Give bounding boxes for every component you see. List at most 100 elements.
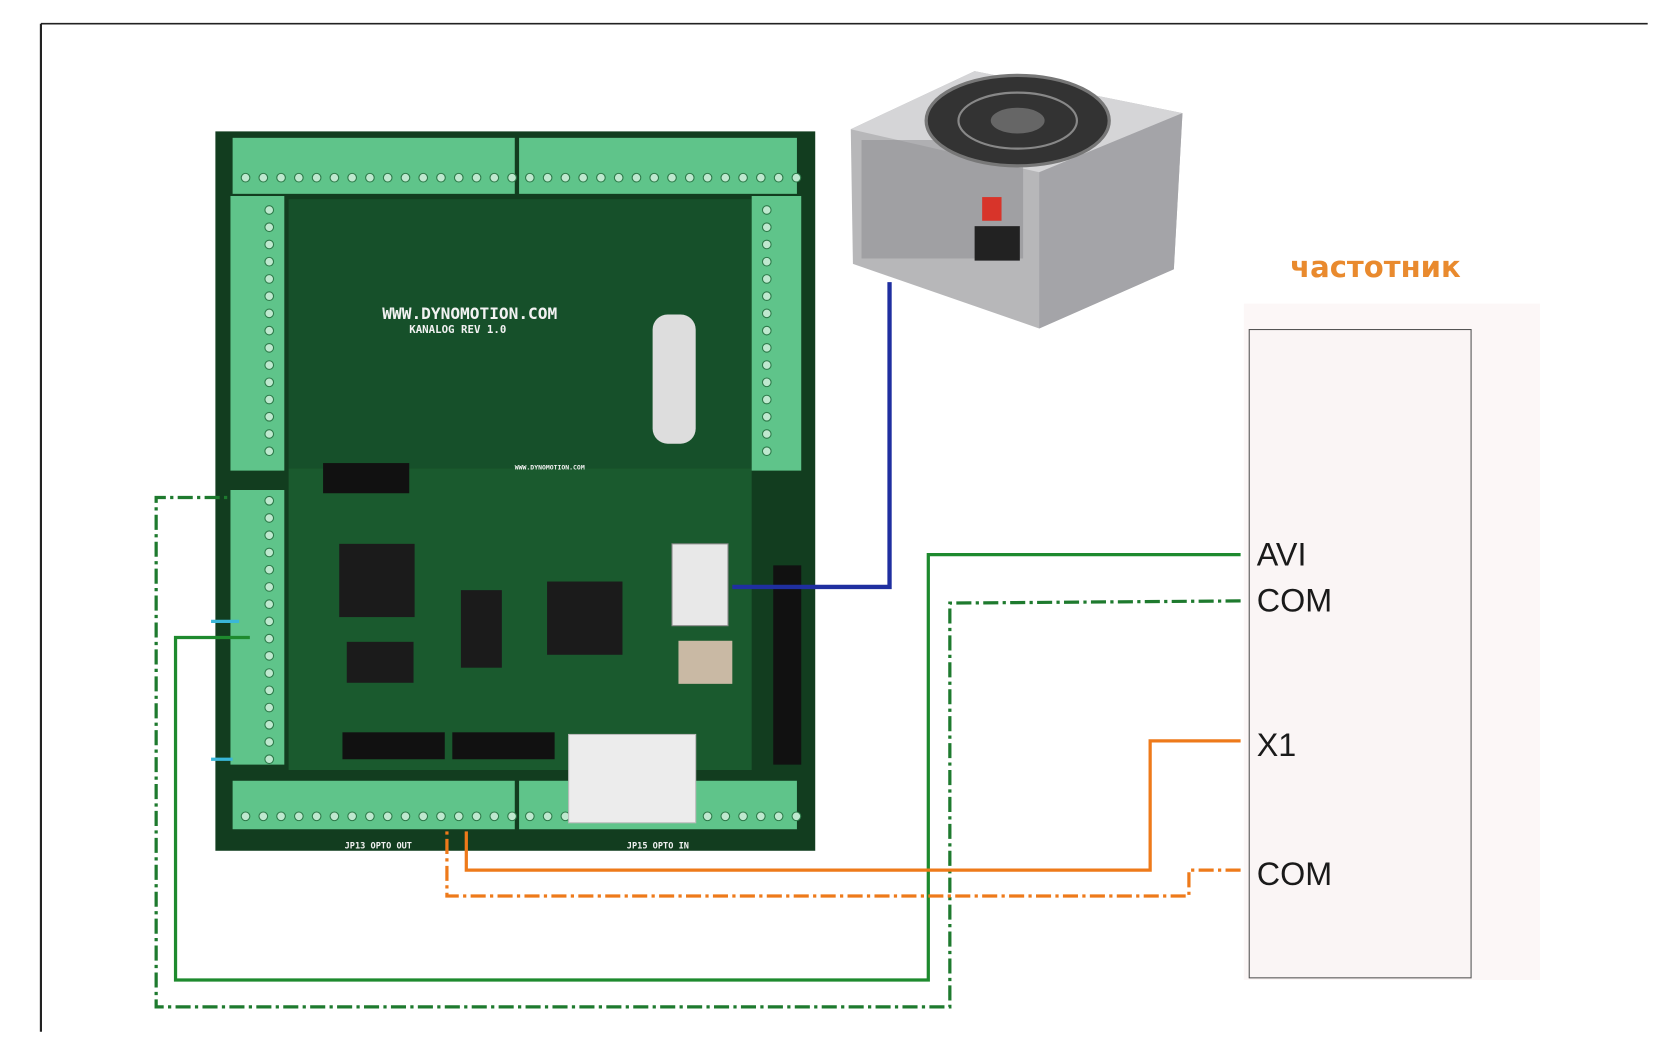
ribbon-cable-vertical xyxy=(652,314,696,444)
screw-icon xyxy=(347,811,357,822)
screw-icon xyxy=(667,172,677,183)
screw-icon xyxy=(471,811,482,822)
screw-icon xyxy=(264,308,275,319)
screw-icon xyxy=(761,274,772,284)
header-bottom-1 xyxy=(342,732,445,760)
screw-icon xyxy=(761,394,772,405)
chip-dsp xyxy=(339,543,415,618)
screw-icon xyxy=(684,172,695,183)
terminal-block-bottom-left xyxy=(232,780,515,830)
screw-icon xyxy=(489,811,500,822)
screw-icon xyxy=(264,495,275,506)
screw-icon xyxy=(329,172,340,183)
terminal-block-left-upper xyxy=(230,196,285,471)
screw-icon xyxy=(264,599,275,609)
screw-icon xyxy=(264,633,275,644)
screw-icon xyxy=(756,811,766,822)
screw-icon xyxy=(613,172,624,183)
screw-icon xyxy=(293,811,304,822)
screw-icon xyxy=(264,360,275,370)
terminal-label-avi: AVI xyxy=(1257,536,1307,572)
screw-icon xyxy=(756,172,766,183)
terminal-block-right xyxy=(751,196,802,471)
screw-icon xyxy=(761,291,772,301)
screw-icon xyxy=(264,222,275,233)
connector-label-opto-out: JP13 OPTO OUT xyxy=(345,842,412,852)
screw-icon xyxy=(596,172,606,183)
screw-icon xyxy=(418,172,429,183)
screw-icon xyxy=(702,811,713,822)
screw-icon xyxy=(400,172,411,183)
screw-icon xyxy=(264,239,275,250)
screw-icon xyxy=(631,172,642,183)
screw-icon xyxy=(578,172,588,183)
terminal-label-com-2: COM xyxy=(1257,856,1332,892)
screw-icon xyxy=(761,446,772,457)
screw-icon xyxy=(329,811,340,822)
wire-avi xyxy=(173,553,1241,982)
ribbon-cable xyxy=(568,733,697,824)
screw-icon xyxy=(264,342,275,353)
screw-icon xyxy=(471,172,482,183)
screw-icon xyxy=(264,274,275,284)
screw-icon xyxy=(365,811,375,822)
controller-board: WWW.DYNOMOTION.COM KANALOG REV 1.0 WWW.D… xyxy=(215,131,816,852)
screw-icon xyxy=(264,582,275,592)
usb-connector xyxy=(678,640,733,684)
screw-icon xyxy=(264,616,275,627)
screw-icon xyxy=(761,342,772,353)
screw-icon xyxy=(264,205,275,215)
screw-icon xyxy=(720,811,731,822)
terminal-block-left-lower xyxy=(230,490,285,765)
screw-icon xyxy=(258,811,269,822)
screw-icon xyxy=(264,737,275,747)
screw-icon xyxy=(258,172,269,183)
power-socket-icon xyxy=(974,226,1020,261)
screw-icon xyxy=(240,172,251,183)
screw-icon xyxy=(382,172,393,183)
vfd-title: частотник xyxy=(1290,250,1461,284)
screw-icon xyxy=(773,172,784,183)
screw-icon xyxy=(525,172,535,183)
screw-icon xyxy=(542,811,553,822)
screw-icon xyxy=(761,360,772,370)
wire-x1 xyxy=(464,739,1241,872)
chip-memory xyxy=(460,590,502,668)
screw-icon xyxy=(240,811,251,822)
screw-icon xyxy=(264,547,275,558)
screw-icon xyxy=(761,429,772,439)
screw-icon xyxy=(264,651,275,661)
screw-icon xyxy=(264,564,275,575)
screw-icon xyxy=(489,172,500,183)
screw-icon xyxy=(264,429,275,439)
screw-icon xyxy=(264,702,275,713)
screw-icon xyxy=(649,172,660,183)
connector-label-opto-in: JP15 OPTO IN xyxy=(627,842,689,852)
screw-icon xyxy=(264,754,275,765)
screw-icon xyxy=(773,811,784,822)
screw-icon xyxy=(382,811,393,822)
screw-icon xyxy=(791,811,802,822)
board-silkscreen-main: WWW.DYNOMOTION.COM xyxy=(382,304,557,323)
board-silkscreen-sub: WWW.DYNOMOTION.COM xyxy=(515,464,585,472)
screw-icon xyxy=(400,811,411,822)
screw-icon xyxy=(347,172,357,183)
screw-icon xyxy=(276,811,286,822)
wire-power-supply xyxy=(732,282,892,590)
screw-icon xyxy=(761,256,772,267)
screw-icon xyxy=(761,222,772,233)
power-switch-icon xyxy=(982,197,1002,221)
screw-icon xyxy=(453,811,464,822)
screw-icon xyxy=(264,291,275,301)
screw-icon xyxy=(560,172,571,183)
screw-icon xyxy=(264,446,275,457)
screw-icon xyxy=(542,172,553,183)
terminal-label-x1: X1 xyxy=(1257,727,1297,763)
screw-icon xyxy=(791,172,802,183)
screw-icon xyxy=(276,172,286,183)
pc-power-supply-icon xyxy=(850,71,1183,329)
ethernet-jack xyxy=(671,543,729,627)
screw-icon xyxy=(761,325,772,336)
screw-icon xyxy=(761,239,772,250)
screw-icon xyxy=(761,205,772,215)
